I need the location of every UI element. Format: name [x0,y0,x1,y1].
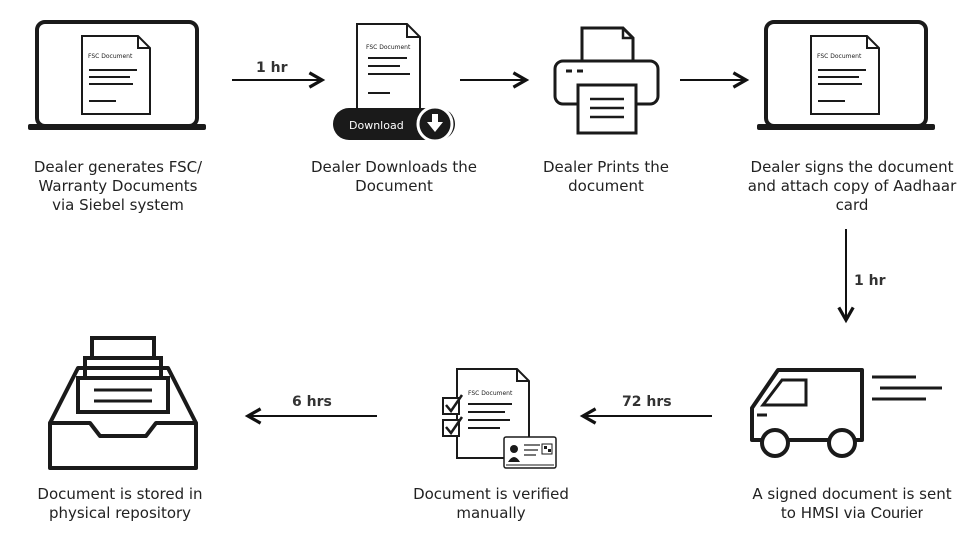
caption-line: physical repository [48,504,192,522]
caption-line: Document [355,177,433,195]
duration-label: 1 hr [256,60,288,76]
printer-icon [553,26,660,135]
step-caption: Dealer signs the document and attach cop… [730,158,974,215]
caption-line: card [835,196,869,214]
verified-document-icon: FSC Document [442,368,557,469]
download-button: Download [333,105,455,143]
id-card-icon [503,436,557,469]
download-document-icon: FSC Document Download [333,23,455,143]
download-arrow-icon [427,114,443,132]
duration-label: 6 hrs [292,394,332,410]
duration-label: 1 hr [854,273,886,289]
caption-line: document [568,177,644,195]
doc-title: FSC Document [468,390,513,397]
checkbox-checked-icon [442,416,464,437]
caption-line: Dealer generates FSC/ [33,158,203,176]
filing-tray-icon [48,336,198,470]
step-caption: Dealer Downloads the Document [284,158,504,196]
checkbox-checked-icon [442,394,464,415]
delivery-van-icon [750,368,942,458]
laptop-document-icon: FSC Document [28,20,206,130]
caption-line: Warranty Documents [38,177,198,195]
caption-line: Document is stored in [37,485,203,503]
doc-title: FSC Document [817,53,862,60]
duration-label: 72 hrs [622,394,672,410]
download-label: Download [349,119,404,132]
step-caption: Dealer generates FSC/ Warranty Documents… [8,158,228,215]
caption-line: via Siebel system [52,196,184,214]
caption-line: Dealer Downloads the [310,158,478,176]
step-caption: Document is stored in physical repositor… [10,485,230,523]
step-caption: A signed document is sent to HMSI via Co… [730,485,974,523]
caption-line: to HMSI via Courier [730,504,974,523]
caption-line: and attach copy of Aadhaar [747,177,957,195]
doc-title: FSC Document [88,53,133,60]
caption-line: manually [456,504,526,522]
step-caption: Dealer Prints the document [496,158,716,196]
caption-line: A signed document is sent [752,485,952,503]
caption-line: Dealer signs the document [750,158,954,176]
courier-emphasis: Courier [870,505,924,522]
step-caption: Document is verified manually [380,485,602,523]
doc-title: FSC Document [366,44,411,51]
caption-text: to HMSI via [780,504,871,522]
caption-line: Dealer Prints the [542,158,669,176]
caption-line: Document is verified [413,485,569,503]
laptop-document-icon: FSC Document [757,20,935,130]
